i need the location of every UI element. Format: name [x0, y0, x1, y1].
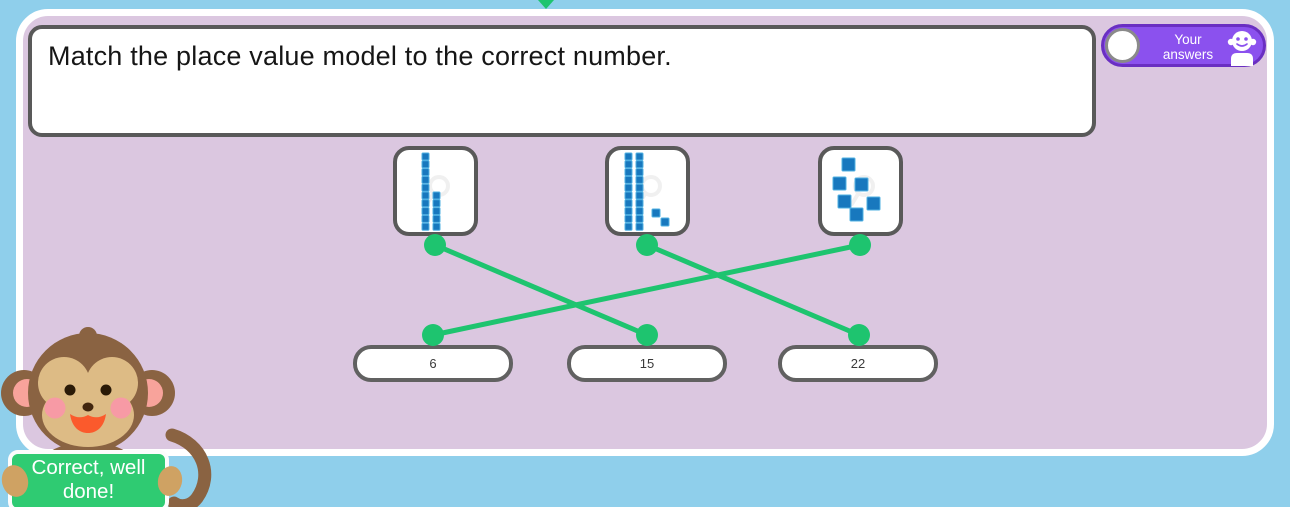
monkey-mouth: [70, 414, 106, 433]
answer-connector-dot-3[interactable]: [848, 324, 870, 346]
answer-box-6[interactable]: 6: [353, 345, 513, 382]
monkey-mascot: [1, 327, 212, 507]
answer-label: 22: [850, 356, 866, 371]
progress-circle: [1105, 28, 1140, 63]
place-value-card-1[interactable]: [393, 146, 478, 236]
monkey-hands: [1, 465, 183, 497]
place-value-model-22: [624, 152, 670, 231]
question-box: Match the place value model to the corre…: [28, 25, 1096, 137]
answer-connector-dot-2[interactable]: [636, 324, 658, 346]
card-connector-dot-1[interactable]: [424, 234, 446, 256]
monkey-hand-right: [157, 466, 183, 496]
your-answers-label: Your answers: [1162, 32, 1214, 62]
card-connector-dot-3[interactable]: [849, 234, 871, 256]
monkey-nose: [82, 402, 94, 412]
monkey-cheek-left: [44, 397, 66, 419]
monkey-eye-right: [100, 384, 112, 396]
answer-box-22[interactable]: 22: [778, 345, 938, 382]
place-value-card-2[interactable]: [605, 146, 690, 236]
question-text: Match the place value model to the corre…: [48, 41, 672, 71]
monkey-hand-left: [1, 465, 29, 497]
feedback-sign: Correct, well done!: [8, 450, 169, 507]
avatar-icon: [1226, 30, 1258, 69]
answer-connector-dot-1[interactable]: [422, 324, 444, 346]
place-value-card-3[interactable]: [818, 146, 903, 236]
answer-box-15[interactable]: 15: [567, 345, 727, 382]
monkey-eye-left: [64, 384, 76, 396]
answer-label: 15: [639, 356, 655, 371]
card-connector-dot-2[interactable]: [636, 234, 658, 256]
your-answers-button[interactable]: Your answers: [1101, 24, 1266, 67]
down-arrow-icon[interactable]: [536, 0, 556, 9]
place-value-model-6: [832, 157, 881, 222]
monkey-tail: [165, 428, 212, 507]
answer-label: 6: [429, 356, 437, 371]
feedback-text: Correct, well done!: [31, 456, 146, 503]
monkey-cheek-right: [110, 397, 132, 419]
place-value-model-15: [421, 152, 450, 231]
